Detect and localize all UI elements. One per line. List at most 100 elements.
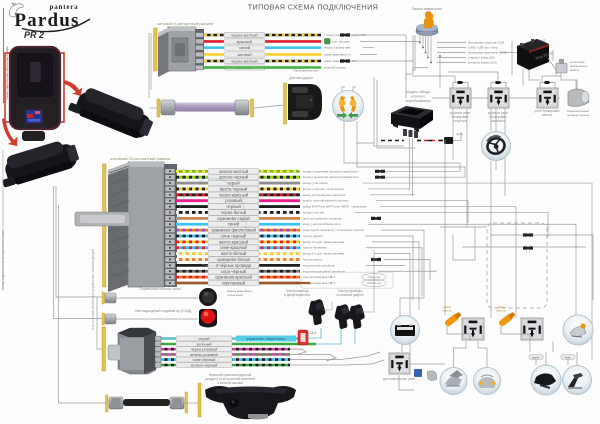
svg-text:Светодиодный индикатор (СИД): Светодиодный индикатор (СИД) [135,309,193,313]
svg-text:и кнопкой вызова: и кнопкой вызова [217,381,243,385]
svg-text:черно-розовый: черно-розовый [191,348,218,352]
svg-text:вход внешних устройств: вход внешних устройств [303,263,335,267]
svg-text:отключения: отключения [227,293,243,297]
svg-text:выход к указателям поворота (п: выход к указателям поворота (правый борт… [303,175,359,179]
svg-text:капота: капота [570,68,579,72]
svg-text:коричневый: коричневый [222,281,246,286]
svg-text:желто-красный: желто-красный [219,239,249,244]
svg-text:силовой 6-контактный разъем: силовой 6-контактный разъем [157,21,213,26]
svg-text:управление, общий минус: управление, общий минус [247,337,286,341]
svg-text:черно-желтый: черно-желтый [231,59,257,64]
svg-text:зелено-черный: зелено-черный [219,175,249,180]
svg-text:15 A: 15 A [310,331,317,335]
svg-text:выход (-) на сирену: выход (-) на сирену [303,181,328,185]
svg-text:оранжево-серый: оранжево-серый [217,216,250,221]
svg-text:капота: капота [542,113,552,117]
svg-text:АКБ: АКБ [539,39,546,43]
svg-text:выход (-) при вкл. сигнализаци: выход (-) при вкл. сигнализации [303,187,344,191]
svg-text:блокировки: блокировки [452,115,469,119]
svg-text:желтый: желтый [237,52,251,57]
svg-text:блокировки: блокировки [490,115,507,119]
svg-text:к АКБ +12В пост. напр.: к АКБ +12В пост. напр. [468,46,499,50]
svg-text:соединительные: соединительные [567,109,590,113]
svg-text:2 черных провода: 2 черных провода [216,263,252,268]
svg-text:серый: серый [227,181,240,186]
svg-text:зажигания: зажигания [490,119,506,123]
svg-text:Замок зажигания: Замок зажигания [412,7,442,11]
svg-text:желто-черный: желто-черный [220,186,248,191]
svg-text:Pardus: Pardus [14,10,79,31]
svg-text:в двери водителя: в двери водителя [284,293,310,297]
svg-text:стартер / замок (50): стартер / замок (50) [468,56,495,60]
svg-text:капота: капота [497,309,506,313]
svg-text:красный: красный [237,39,253,44]
svg-text:серо-черный: серо-черный [221,269,247,274]
svg-text:вход педали тормоза (+) / стоя: вход педали тормоза (+) / стояночного то… [303,228,364,232]
svg-text:серый: серый [199,337,210,341]
svg-text:зона датчиков авто ГДК 2: зона датчиков авто ГДК 2 [303,281,336,285]
svg-text:контакты замка (15/1): контакты замка (15/1) [468,61,497,65]
svg-text:Электропривод: Электропривод [286,289,309,293]
svg-text:Модуль обхода: Модуль обхода [406,90,430,94]
svg-text:реле блокировки: реле блокировки [535,109,560,113]
svg-text:схема подключения автосигнализ: схема подключения автосигнализации [5,46,9,100]
svg-text:Внешний приемопередатчик: Внешний приемопередатчик [209,373,252,377]
svg-text:синий: синий [228,222,240,227]
svg-text:штатное реле: штатное реле [488,111,509,115]
svg-text:стартера: стартера [453,119,466,123]
svg-text:зелено-черный: зелено-черный [191,364,218,368]
svg-text:основной 20-контактный разъем: основной 20-контактный разъем [110,156,171,161]
svg-text:сине-красный: сине-красный [220,245,247,250]
svg-text:иммобилайзера: иммобилайзера [405,99,430,103]
svg-text:блокировка зажигания (15/2): блокировка зажигания (15/2) [468,51,506,55]
svg-text:зеленый провод: зеленый провод [324,66,346,70]
svg-text:черно-белый: черно-белый [221,210,247,215]
svg-text:(модуль) со встроенной антенно: (модуль) со встроенной антенной [205,377,255,381]
svg-text:блокировка стартера +12В: блокировка стартера +12В [468,41,504,45]
svg-text:Сервисная кнопка Valet: Сервисная кнопка Valet [139,287,181,291]
svg-text:выход к указателям поворота (л: выход к указателям поворота (левый борт) [303,169,358,173]
svg-text:кнопочный: кнопочный [570,60,585,64]
svg-text:зелено-желтый: зелено-желтый [219,169,249,174]
svg-text:оранжево-белый: оранжево-белый [217,257,250,262]
svg-text:триггер капота: триггер капота [303,259,322,262]
svg-text:капота: капота [443,309,452,313]
svg-text:кнопка аварийного: кнопка аварийного [227,289,253,293]
svg-text:Датчик удара: Датчик удара [289,76,313,80]
svg-text:масса, к кузову авто: масса, к кузову авто [324,46,352,50]
svg-text:замок: замок [497,305,506,309]
svg-text:провода сирены: провода сирены [567,113,589,117]
svg-text:блок.: блок. [565,356,571,360]
svg-text:штатное реле: штатное реле [450,111,471,115]
svg-text:зеленый: зеленый [197,343,212,347]
svg-text:розовый: розовый [225,198,242,203]
svg-text:триггер багажника: триггер багажника [303,246,327,250]
svg-text:вход контроля работы двигателя: вход контроля работы двигателя [303,269,345,273]
svg-text:pantera: pantera [50,3,79,11]
svg-text:+12В пост. питание: +12В пост. питание [324,39,350,43]
svg-text:замок зажигания (+): замок зажигания (+) [324,53,351,57]
svg-text:синий: синий [239,45,250,50]
svg-text:выбор МАРП или МКРП (или ПКРП): выбор МАРП или МКРП (или ПКРП) - управле… [303,205,367,209]
svg-text:PR 2: PR 2 [24,30,44,40]
svg-text:штатного: штатного [411,95,426,99]
svg-text:зелено-розовый: зелено-розовый [190,353,218,357]
svg-text:Линия диагностики: Линия диагностики [293,69,319,73]
svg-text:замок: замок [443,305,452,309]
svg-text:вход от штатной охранной систе: вход от штатной охранной системы [303,199,348,203]
svg-text:выход 2-го доп. канала системы: выход 2-го доп. канала системы [303,240,344,244]
svg-text:ТИПОВАЯ СХЕМА ПОДКЛЮЧЕНИЯ: ТИПОВАЯ СХЕМА ПОДКЛЮЧЕНИЯ [248,3,379,12]
svg-text:оранжево-фиолетовый: оранжево-фиолетовый [211,228,256,233]
svg-text:зона датчиков авто ГДК 1: зона датчиков авто ГДК 1 [303,275,336,279]
svg-text:триггер дверей: триггер дверей [303,234,323,238]
svg-text:8-контактный разъем для управл: 8-контактный разъем для управления замка… [91,249,95,330]
svg-text:разбл.: разбл. [532,356,540,360]
svg-text:цепь при замкнутых контактах: цепь при замкнутых контактах [303,217,342,220]
svg-text:Электроприводы: Электроприводы [337,289,363,293]
svg-text:вход (-) антиограбление вход: вход (-) антиограбление вход [303,222,341,226]
svg-text:выход для блокировки двигателя: выход для блокировки двигателя [303,193,346,197]
svg-text:сине-черный: сине-черный [221,233,247,238]
svg-text:оранжево-красный: оранжево-красный [215,275,252,280]
svg-text:остальных дверей: остальных дверей [336,293,363,297]
svg-text:выход (-) на свет: выход (-) на свет [303,210,325,214]
